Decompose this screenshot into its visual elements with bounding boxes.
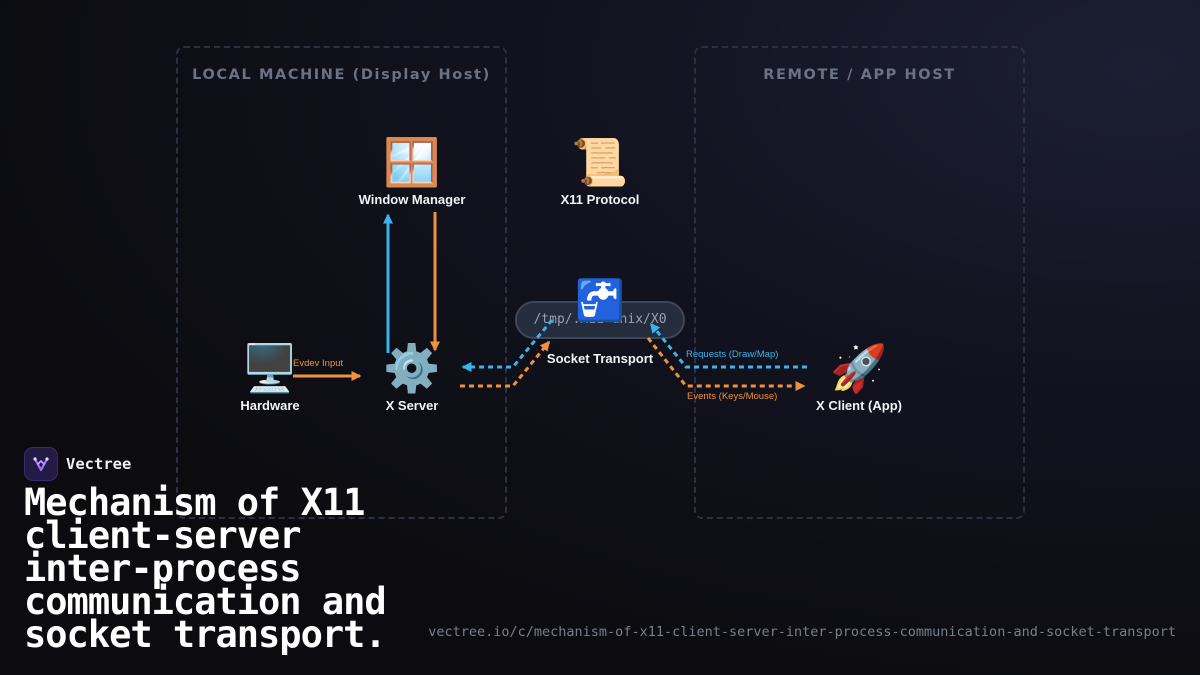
- request-to-xserver-arrow: [461, 319, 554, 372]
- request-from-client-arrow: [649, 322, 807, 369]
- x11-protocol-label: X11 Protocol: [560, 192, 640, 207]
- socket-transport-label: Socket Transport: [546, 351, 654, 366]
- faucet-icon: 🚰: [575, 278, 625, 324]
- local-machine-panel: LOCAL MACHINE (Display Host): [176, 46, 507, 519]
- remote-host-title: REMOTE / APP HOST: [763, 67, 956, 83]
- event-to-client-arrow: [646, 337, 806, 391]
- page-url: vectree.io/c/mechanism-of-x11-client-ser…: [428, 624, 1176, 640]
- x-server-node: ⚙️ X Server: [383, 342, 440, 413]
- requests-label: Requests (Draw/Map): [686, 349, 779, 360]
- vectree-logo-icon: [24, 447, 58, 481]
- hardware-label: Hardware: [240, 398, 300, 413]
- evdev-input-label: Evdev Input: [293, 358, 344, 369]
- x-client-node: 🚀 X Client (App): [816, 342, 902, 413]
- rocket-icon: 🚀: [830, 341, 888, 395]
- gear-icon: ⚙️: [383, 341, 441, 395]
- x-client-label: X Client (App): [816, 398, 902, 413]
- event-from-xserver-arrow: [460, 340, 551, 388]
- local-machine-title: LOCAL MACHINE (Display Host): [192, 67, 491, 83]
- window-manager-node: 🪟 Window Manager: [359, 136, 466, 207]
- desktop-computer-icon: 🖥️: [241, 341, 299, 395]
- hardware-node: 🖥️ Hardware: [240, 342, 299, 413]
- x11-protocol-node: 📜 X11 Protocol: [561, 136, 640, 207]
- brand: Vectree: [24, 447, 131, 481]
- remote-host-panel: REMOTE / APP HOST: [694, 46, 1025, 519]
- scroll-icon: 📜: [571, 135, 629, 189]
- events-label: Events (Keys/Mouse): [687, 391, 778, 402]
- page-title: Mechanism of X11 client-server inter-pro…: [24, 481, 387, 656]
- window-icon: 🪟: [383, 135, 441, 189]
- x-server-label: X Server: [385, 398, 439, 413]
- window-manager-label: Window Manager: [358, 192, 466, 207]
- brand-name: Vectree: [66, 455, 132, 473]
